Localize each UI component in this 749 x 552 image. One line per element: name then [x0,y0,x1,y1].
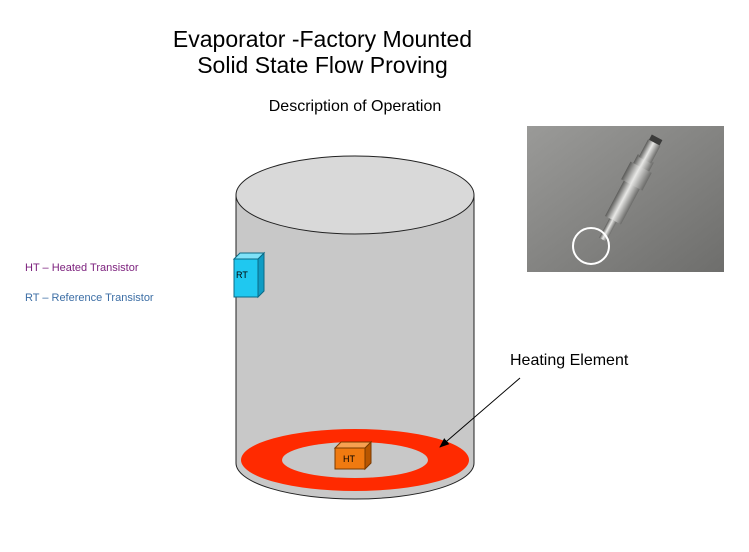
sensor-tip-highlight-circle [572,227,610,265]
ht-box-label: HT [343,454,355,464]
heating-element-arrow [439,377,521,448]
cylinder-body [235,194,475,500]
ht-box: HT [333,440,373,471]
legend-ht: HT – Heated Transistor [25,262,139,274]
legend-rt: RT – Reference Transistor [25,292,154,304]
subtitle: Description of Operation [268,98,442,115]
page-title: Evaporator -Factory Mounted Solid State … [100,26,545,78]
rt-box-label: RT [236,270,248,280]
cylinder-top [235,155,475,235]
title-line-1: Evaporator -Factory Mounted [172,26,473,52]
rt-box: RT [232,251,266,299]
heating-element-label: Heating Element [510,352,629,369]
title-line-2: Solid State Flow Proving [197,52,448,78]
flow-sensor-photo [527,126,724,272]
